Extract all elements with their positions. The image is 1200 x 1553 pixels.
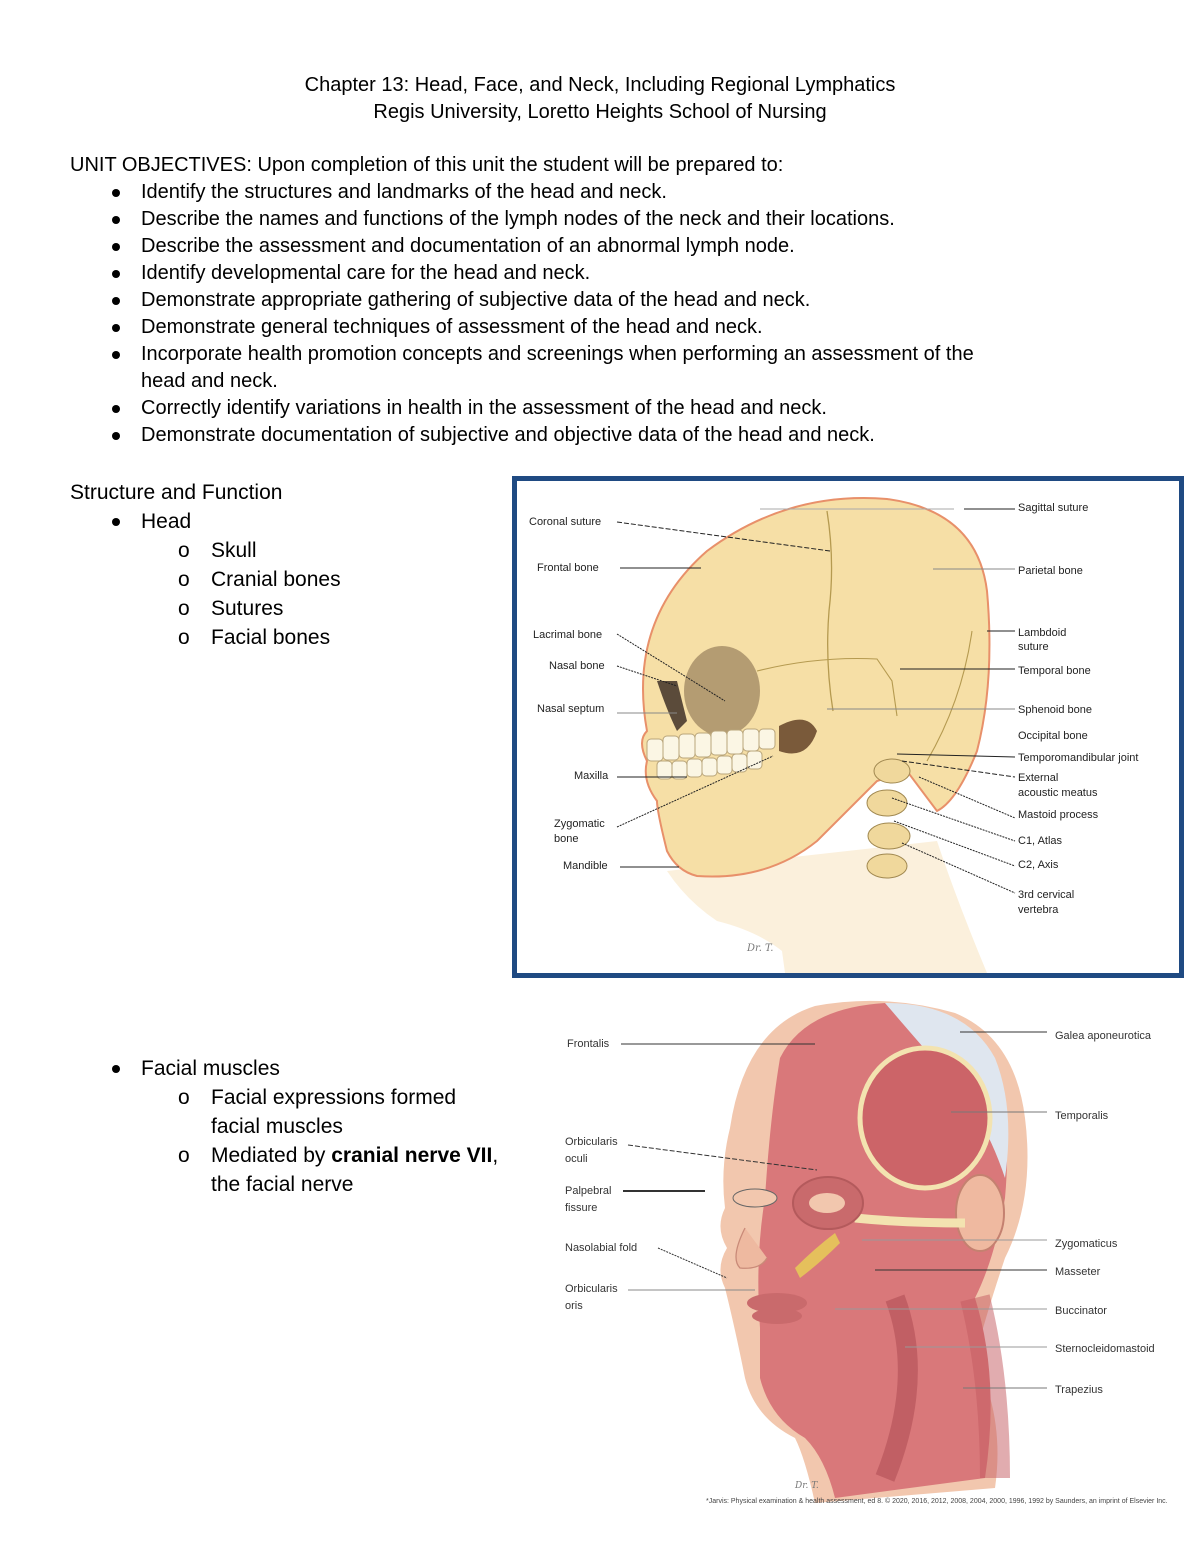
circle-bullet-icon: o <box>178 539 190 562</box>
label-tmj: Temporomandibular joint <box>1018 752 1139 764</box>
document-subtitle: Regis University, Loretto Heights School… <box>373 101 827 123</box>
objective-item: Demonstrate general techniques of assess… <box>70 314 1160 341</box>
label-temporal-bone: Temporal bone <box>1018 665 1091 677</box>
label-lambdoid-suture: suture <box>1018 641 1049 653</box>
objective-item-continued: head and neck. <box>141 370 278 392</box>
label-galea-aponeurotica: Galea aponeurotica <box>1055 1030 1152 1042</box>
label-frontal-bone: Frontal bone <box>537 562 599 574</box>
document-title: Chapter 13: Head, Face, and Neck, Includ… <box>304 74 896 96</box>
objective-item: Correctly identify variations in health … <box>70 395 1160 422</box>
label-temporalis: Temporalis <box>1055 1110 1109 1122</box>
label-sagittal-suture: Sagittal suture <box>1018 502 1089 514</box>
label-oris: oris <box>565 1300 583 1312</box>
skull-figure: Dr. T. Coronal suture Frontal bone Lacri… <box>512 476 1184 978</box>
label-mandible: Mandible <box>563 860 608 872</box>
bullet-icon <box>112 518 120 526</box>
bullet-icon <box>112 432 120 440</box>
label-c2-axis: C2, Axis <box>1018 859 1059 871</box>
label-nasal-septum: Nasal septum <box>537 703 605 715</box>
bullet-icon <box>112 405 120 413</box>
label-external: External <box>1018 772 1059 784</box>
label-lambdoid: Lambdoid <box>1018 627 1067 639</box>
label-orbicularis: Orbicularis <box>565 1136 618 1148</box>
label-trapezius: Trapezius <box>1055 1384 1103 1396</box>
skull-illustration: Dr. T. <box>616 497 1016 973</box>
objective-item: Incorporate health promotion concepts an… <box>70 341 1160 368</box>
label-maxilla: Maxilla <box>574 770 609 782</box>
bullet-icon <box>112 243 120 251</box>
label-occipital-bone: Occipital bone <box>1018 730 1088 742</box>
list-item-head: Head <box>70 507 341 536</box>
label-fissure: fissure <box>565 1202 598 1214</box>
facial-muscles-figure: Dr. T. Frontalis Orbicularis oculi Palpe… <box>555 998 1200 1518</box>
label-coronal-suture: Coronal suture <box>529 516 602 528</box>
label-orbicularis: Orbicularis <box>565 1283 618 1295</box>
figure-caption: *Jarvis: Physical examination & health a… <box>706 1498 1168 1505</box>
bullet-icon <box>112 351 120 359</box>
circle-bullet-icon: o <box>178 626 190 649</box>
label-frontalis: Frontalis <box>567 1038 610 1050</box>
label-3rd-cervical: 3rd cervical <box>1018 889 1075 901</box>
label-palpebral: Palpebral <box>565 1185 612 1197</box>
svg-text:Dr. T.: Dr. T. <box>794 1481 819 1491</box>
label-parietal-bone: Parietal bone <box>1018 565 1083 577</box>
cranial-nerve-emphasis: cranial nerve VII <box>331 1144 493 1167</box>
circle-bullet-icon: o <box>178 1144 190 1167</box>
bullet-icon <box>112 270 120 278</box>
label-c1-atlas: C1, Atlas <box>1018 835 1063 847</box>
objectives-heading: UNIT OBJECTIVES: Upon completion of this… <box>70 154 784 176</box>
circle-bullet-icon: o <box>178 1086 190 1109</box>
label-nasal-bone: Nasal bone <box>549 660 605 672</box>
label-zygomatic: Zygomatic <box>554 818 605 830</box>
objective-item: Identify developmental care for the head… <box>70 260 1160 287</box>
bullet-icon <box>112 324 120 332</box>
label-zygomaticus: Zygomaticus <box>1055 1238 1118 1250</box>
section-heading: Structure and Function <box>70 481 283 504</box>
bullet-icon <box>112 189 120 197</box>
label-lacrimal-bone: Lacrimal bone <box>533 629 603 641</box>
muscle-illustration: Dr. T. <box>621 1000 1047 1503</box>
list-item-facial-muscles: Facial muscles <box>70 1054 498 1083</box>
label-masseter: Masseter <box>1055 1266 1101 1278</box>
label-vertebra: vertebra <box>1018 904 1059 916</box>
svg-text:Dr. T.: Dr. T. <box>746 943 773 954</box>
label-sternocleidomastoid: Sternocleidomastoid <box>1055 1343 1155 1355</box>
list-item-expressions-cont: facial muscles <box>211 1115 343 1138</box>
unit-objectives: UNIT OBJECTIVES: Upon completion of this… <box>70 152 1160 449</box>
label-acoustic-meatus: acoustic meatus <box>1018 787 1098 799</box>
circle-bullet-icon: o <box>178 597 190 620</box>
bullet-icon <box>112 1065 120 1073</box>
label-zygomatic-bone: bone <box>554 833 579 845</box>
circle-bullet-icon: o <box>178 568 190 591</box>
label-nasolabial-fold: Nasolabial fold <box>565 1242 638 1254</box>
list-item-mediated-cont: the facial nerve <box>211 1173 354 1196</box>
objective-item: Identify the structures and landmarks of… <box>70 179 1160 206</box>
objective-item: Demonstrate appropriate gathering of sub… <box>70 287 1160 314</box>
objective-item: Describe the assessment and documentatio… <box>70 233 1160 260</box>
label-buccinator: Buccinator <box>1055 1305 1107 1317</box>
label-oculi: oculi <box>565 1153 588 1165</box>
label-mastoid-process: Mastoid process <box>1018 809 1099 821</box>
label-sphenoid-bone: Sphenoid bone <box>1018 704 1093 716</box>
bullet-icon <box>112 216 120 224</box>
bullet-icon <box>112 297 120 305</box>
objective-item: Demonstrate documentation of subjective … <box>70 422 1160 449</box>
objective-item: Describe the names and functions of the … <box>70 206 1160 233</box>
